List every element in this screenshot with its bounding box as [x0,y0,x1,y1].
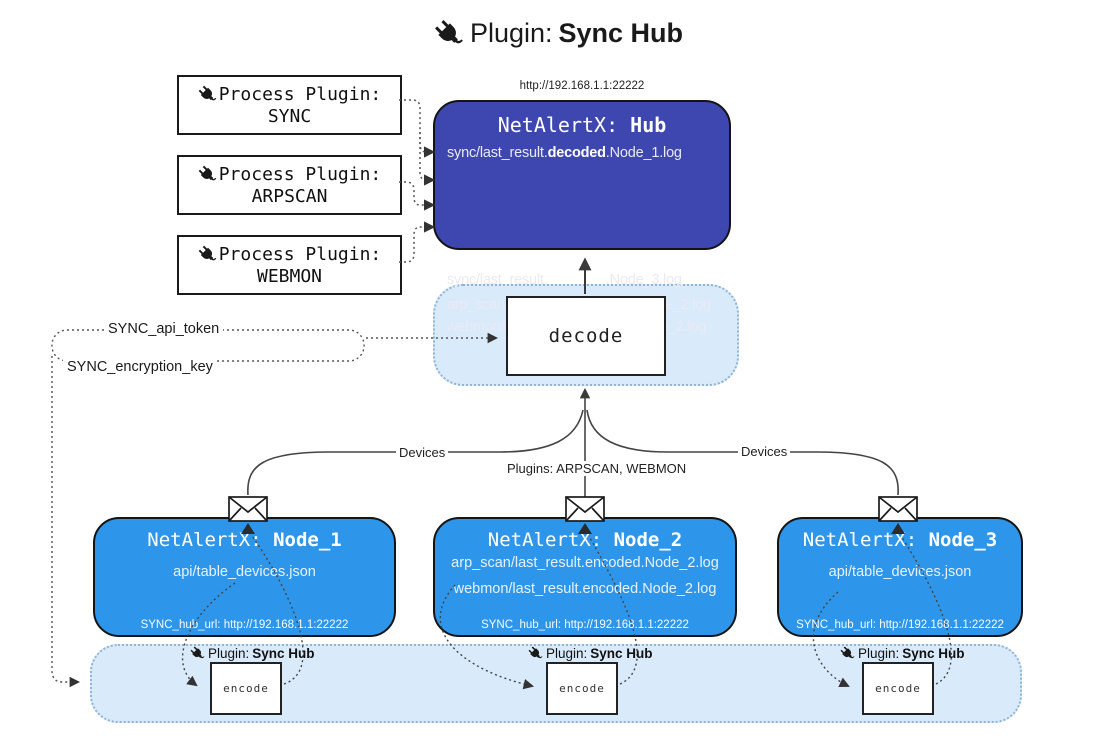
node-3-title: NetAlertX: Node_3 [802,529,998,551]
plugins-label-center: Plugins: ARPSCAN, WEBMON [504,461,690,476]
hub-item: sync/last_result.decoded.Node_1.log [447,145,682,161]
node-2-box: NetAlertX: Node_2 arp_scan/last_result.e… [433,517,737,637]
node-3-footer: SYNC_hub_url: http://192.168.1.1:22222 [796,619,1004,631]
node-2-footer: SYNC_hub_url: http://192.168.1.1:22222 [481,619,689,631]
node-1-box: NetAlertX: Node_1 api/table_devices.json… [93,517,396,637]
node-2-title: NetAlertX: Node_2 [487,529,683,551]
hub-item: sync/last_result.decoded.Node_3.log [447,272,682,288]
encode-box-3: encode [862,662,934,715]
plug-icon [198,85,217,100]
plug-icon [190,646,205,658]
sync-encryption-key-label: SYNC_encryption_key [63,359,217,375]
page-title-prefix: Plugin: [469,18,553,48]
hub-url: http://192.168.1.1:22222 [519,80,645,92]
page-title: Plugin: Sync Hub [0,18,1117,49]
decode-box: decode [506,296,666,376]
process-plugin-label: Process Plugin: [218,243,382,265]
sync-api-token-label: SYNC_api_token [104,321,224,337]
hub-title: NetAlertX: Hub [497,113,667,137]
process-plugin-name: WEBMON [256,265,323,287]
node-1-title: NetAlertX: Node_1 [147,529,342,551]
band-plugin-label-1: Plugin: Sync Hub [190,645,315,661]
band-plugin-label-2: Plugin: Sync Hub [528,645,653,661]
process-to-hub-connectors [399,99,436,263]
plug-icon [198,165,217,180]
page-title-name: Sync Hub [558,18,684,48]
process-plugin-label: Process Plugin: [218,83,382,105]
hub-box: NetAlertX: Hub sync/last_result.decoded.… [433,100,731,335]
node-2-item: arp_scan/last_result.encoded.Node_2.log [451,555,719,571]
devices-label-left: Devices [396,445,449,460]
node-3-box: NetAlertX: Node_3 api/table_devices.json… [777,517,1023,637]
process-plugin-name: ARPSCAN [251,185,328,207]
plug-icon [198,245,217,260]
encode-box-1: encode [210,662,282,715]
process-plugin-box-sync: Process Plugin: SYNC [177,75,402,135]
plug-icon [434,19,463,43]
plug-icon [840,646,855,658]
devices-label-right: Devices [738,444,791,459]
node-to-decode-edges [247,387,899,497]
node-3-item: api/table_devices.json [828,564,972,580]
encode-box-2: encode [546,662,618,715]
process-plugin-label: Process Plugin: [218,163,382,185]
process-plugin-box-arpscan: Process Plugin: ARPSCAN [177,155,402,215]
node-2-item: webmon/last_result.encoded.Node_2.log [453,581,717,597]
band-plugin-label-3: Plugin: Sync Hub [840,645,965,661]
plug-icon [528,646,543,658]
process-plugin-box-webmon: Process Plugin: WEBMON [177,235,402,295]
node-1-footer: SYNC_hub_url: http://192.168.1.1:22222 [140,619,349,631]
node-1-item: api/table_devices.json [173,564,316,580]
process-plugin-name: SYNC [267,105,312,127]
